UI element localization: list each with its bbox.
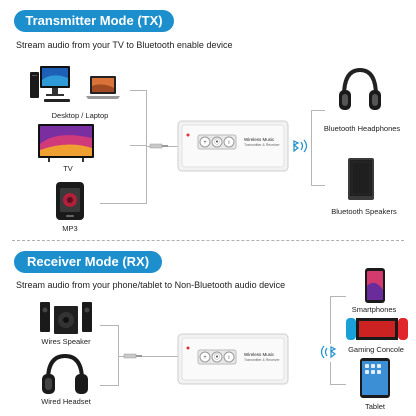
tv-icon	[38, 124, 94, 162]
mp3-player-icon	[56, 182, 84, 220]
connector-line	[130, 145, 146, 146]
connector-line	[100, 385, 118, 386]
source-tv-label: TV	[63, 164, 73, 173]
connector-line	[330, 384, 346, 385]
gaming-console-icon	[346, 318, 408, 340]
smartphone-icon	[365, 268, 385, 303]
tablet-icon	[360, 358, 390, 398]
section-divider	[12, 240, 404, 241]
wired-headset-icon	[42, 353, 88, 394]
output-speakers-label: Bluetooth Speakers	[331, 207, 397, 216]
svg-text:⦿: ⦿	[214, 139, 220, 146]
connector-line	[118, 325, 119, 386]
receiver-subtitle: Stream audio from your phone/tablet to N…	[16, 280, 286, 290]
transmitter-device: + ⦿ ı	[177, 120, 289, 172]
transmitter-subtitle: Stream audio from your TV to Bluetooth e…	[16, 40, 233, 50]
svg-text:ı: ı	[228, 140, 230, 146]
bluetooth-signal-icon	[320, 345, 337, 359]
speaker-icon	[348, 158, 374, 200]
source-console-label: Gaming Concole	[348, 345, 404, 354]
connector-line	[311, 110, 325, 111]
source-smartphones-label: Smartphones	[351, 305, 397, 314]
headphones-icon	[339, 67, 381, 110]
source-mp3-label: MP3	[62, 224, 78, 233]
transmitter-title: Transmitter Mode (TX)	[14, 10, 174, 32]
source-desktop-label: Desktop / Laptop	[51, 111, 109, 120]
aux-cable	[118, 356, 180, 357]
connector-line	[311, 110, 312, 186]
laptop-icon	[86, 76, 120, 99]
connector-line	[330, 296, 346, 297]
wired-speaker-icon	[40, 302, 92, 334]
source-tablet-label: Tablet	[364, 402, 385, 411]
bluetooth-signal-icon	[292, 139, 308, 153]
connector-line	[130, 90, 146, 91]
receiver-title: Receiver Mode (RX)	[14, 251, 162, 273]
rx-device-label: Wireless Music	[244, 352, 275, 357]
device-buttons: + ⦿ ı	[197, 134, 237, 150]
svg-text:ı: ı	[228, 355, 230, 361]
svg-text:⦿: ⦿	[214, 354, 220, 361]
receiver-device: + ⦿ ı	[177, 333, 289, 385]
rx-device-sublabel: Transmitter & Receiver	[244, 358, 280, 362]
device-buttons: + ⦿ ı	[197, 349, 237, 365]
aux-plug-icon	[149, 143, 168, 149]
desktop-monitor-icon	[30, 66, 70, 102]
aux-plug-icon	[123, 353, 142, 359]
tx-device-sublabel: Transmitter & Receiver	[244, 143, 280, 147]
connector-line	[330, 296, 331, 344]
output-wired-headset-label: Wired Headset	[41, 397, 91, 406]
connector-line	[100, 325, 118, 326]
connector-line	[100, 203, 146, 204]
connector-line	[311, 185, 325, 186]
output-headphones-label: Bluetooth Headphones	[323, 124, 401, 133]
connector-line	[146, 90, 147, 204]
connector-line	[330, 362, 331, 385]
tx-device-label: Wireless Music	[244, 137, 275, 142]
svg-text:+: +	[203, 355, 207, 361]
output-wired-speaker-label: Wires Speaker	[41, 337, 91, 346]
svg-text:+: +	[203, 140, 207, 146]
